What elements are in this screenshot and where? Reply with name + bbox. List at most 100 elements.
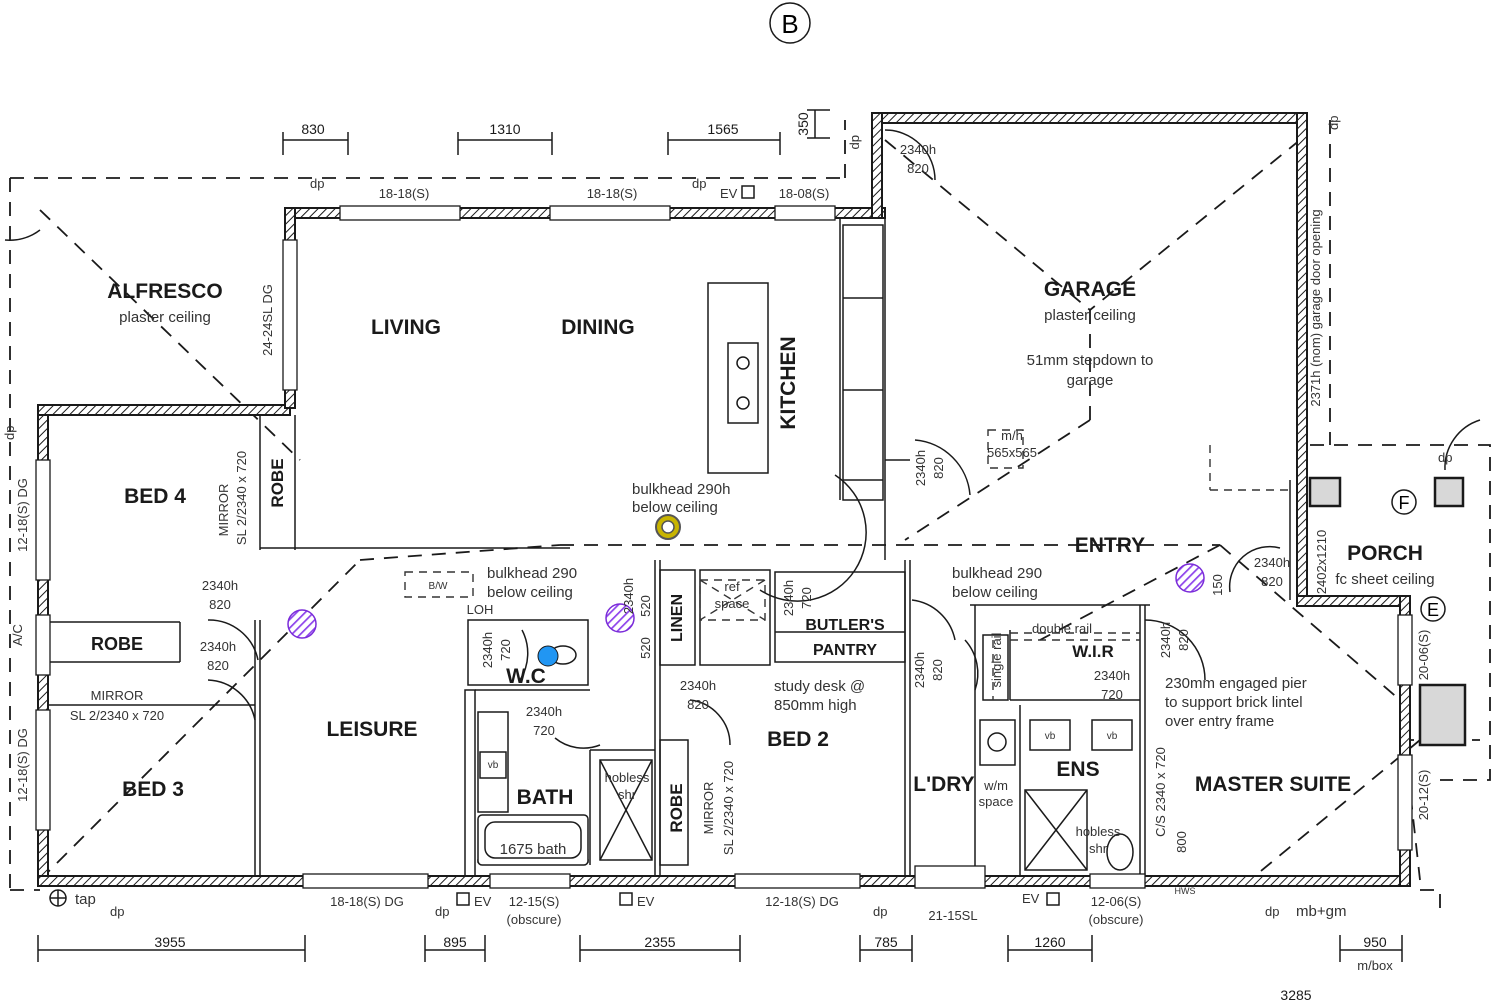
leisure-bulkhead-note-2: below ceiling [487,584,573,601]
room-alfresco: ALFRESCO [107,280,223,303]
kitchen-bulkhead-note-1: bulkhead 290h [632,481,730,498]
room-wc: W.C [506,665,546,688]
manhole-1: m/h [1001,428,1023,443]
ev-tag-2: EV [474,894,492,909]
ev-tag-4: EV [1022,891,1040,906]
hws-note: HWS [1175,886,1196,896]
mbox-note: m/box [1357,958,1393,973]
window-left-2: 12-18(S) DG [15,728,30,802]
dp-tag-3: dp [849,135,864,149]
room-bed4: BED 4 [124,485,186,508]
plan-notes: bulkhead 290h below ceiling bulkhead 290… [10,209,1393,973]
dp-tag-5: dp [2,426,17,440]
room-robe-bed4: ROBE [268,458,287,507]
pier-note-1: 230mm engaged pier [1165,675,1307,692]
garage-door-note: 2371h (nom) garage door opening [1308,209,1323,406]
room-laundry: L'DRY [913,773,974,796]
garage-ceiling-note: plaster ceiling [1044,307,1136,324]
kitchen-bulkhead-note-2: below ceiling [632,499,718,516]
door-garage2-w: 820 [931,457,946,479]
door-bed4-w: 820 [209,597,231,612]
window-bottom-4: 21-15SL [928,908,977,923]
grid-mark-f-label: F [1399,493,1410,513]
dim-top-1310: 1310 [489,121,520,137]
hobless-ens-2: shr [1089,841,1108,856]
smoke-detectors [287,563,1205,639]
grid-mark-e-label: E [1427,600,1439,620]
kitchen-island [707,282,769,474]
door-pantry-w: 720 [799,587,814,609]
wm-space-1: w/m [983,778,1008,793]
hobless-ens-1: hobless [1076,824,1121,839]
door-porch-w: 820 [1261,574,1283,589]
room-living: LIVING [371,316,441,339]
window-frames [35,205,1413,889]
mirror-bed4-2: SL 2/2340 x 720 [234,451,249,545]
dim-bottom-3285: 3285 [1280,987,1311,1000]
room-dining: DINING [561,316,635,339]
room-robe-bed3: ROBE [91,634,143,654]
grid-mark-e: E [1420,596,1446,622]
service-tags: dp dp EV dp dp dp dp dp dp dp dp EV EV E… [2,116,1452,919]
door-bath-h: 2340h [526,704,562,719]
door-ldry-w: 820 [930,659,945,681]
door-master-w: 820 [1176,629,1191,651]
dp-tag-6: dp [110,904,124,919]
window-top-3: 18-08(S) [779,186,830,201]
ref-space-2: space [715,596,750,611]
door-garage-w: 820 [907,161,929,176]
mb-note: mb+gm [1296,903,1346,920]
room-porch: PORCH [1347,542,1423,565]
mirror-bed2-1: MIRROR [701,782,716,835]
dim-150: 150 [1210,574,1225,596]
single-rail-note: single rail [989,632,1004,687]
dim-bottom-895: 895 [443,934,467,950]
door-porch-h: 2340h [1254,555,1290,570]
door-bed3-h: 2340h [200,639,236,654]
room-entry: ENTRY [1075,534,1145,557]
window-top-2: 18-18(S) [587,186,638,201]
dp-tag-10: dp [1438,450,1452,465]
ev-tag-1: EV [720,186,738,201]
room-kitchen: KITCHEN [777,336,800,429]
garage-stepdown-note-1: 51mm stepdown to [1027,352,1154,369]
garage-stepdown-note-2: garage [1067,372,1114,389]
sliding-door-note: 24-24SL DG [260,284,275,356]
door-linen-w1: 520 [638,595,653,617]
window-bottom-5b: (obscure) [1089,912,1144,927]
door-master-h: 2340h [1158,622,1173,658]
bw-note: B/W [429,581,448,592]
door-ldry-h: 2340h [912,652,927,688]
window-bottom-5: 12-06(S) [1091,894,1142,909]
window-bottom-2: 12-15(S) [509,894,560,909]
dim-bottom-1260: 1260 [1034,934,1065,950]
dim-top-830: 830 [301,121,325,137]
cs-note: C/S 2340 x 720 [1153,747,1168,837]
double-rail-note: double rail [1032,621,1092,636]
entry-bulkhead-note-2: below ceiling [952,584,1038,601]
door-pantry-h: 2340h [781,580,796,616]
grid-mark-b: B [769,2,811,44]
room-bed3: BED 3 [122,778,184,801]
dim-top-350: 350 [795,112,811,136]
mirror-bed3-1: MIRROR [91,688,144,703]
bath-size-note: 1675 bath [500,841,567,858]
door-wir-w: 720 [1101,687,1123,702]
alfresco-ceiling-note: plaster ceiling [119,309,211,326]
door-labels: 2340h 820 2340h 820 2340h 820 2340h 720 … [200,142,1290,738]
door-bed2-w: 820 [687,697,709,712]
top-dimensions: 830 1310 1565 350 [282,109,830,155]
leisure-bulkhead-note-1: bulkhead 290 [487,565,577,582]
door-bed4-h: 2340h [202,578,238,593]
ev-tag-3: EV [637,894,655,909]
dp-tag-8: dp [873,904,887,919]
room-leisure: LEISURE [326,718,417,741]
vb-ens-2: vb [1107,731,1118,742]
ac-note: A/C [10,624,25,646]
room-wir: W.I.R [1072,642,1114,661]
window-bottom-2b: (obscure) [507,912,562,927]
door-bed2-h: 2340h [680,678,716,693]
porch-size-note: 2402x1210 [1314,530,1329,594]
vb-bath: vb [488,760,499,771]
dp-tag-9: dp [1265,904,1279,919]
